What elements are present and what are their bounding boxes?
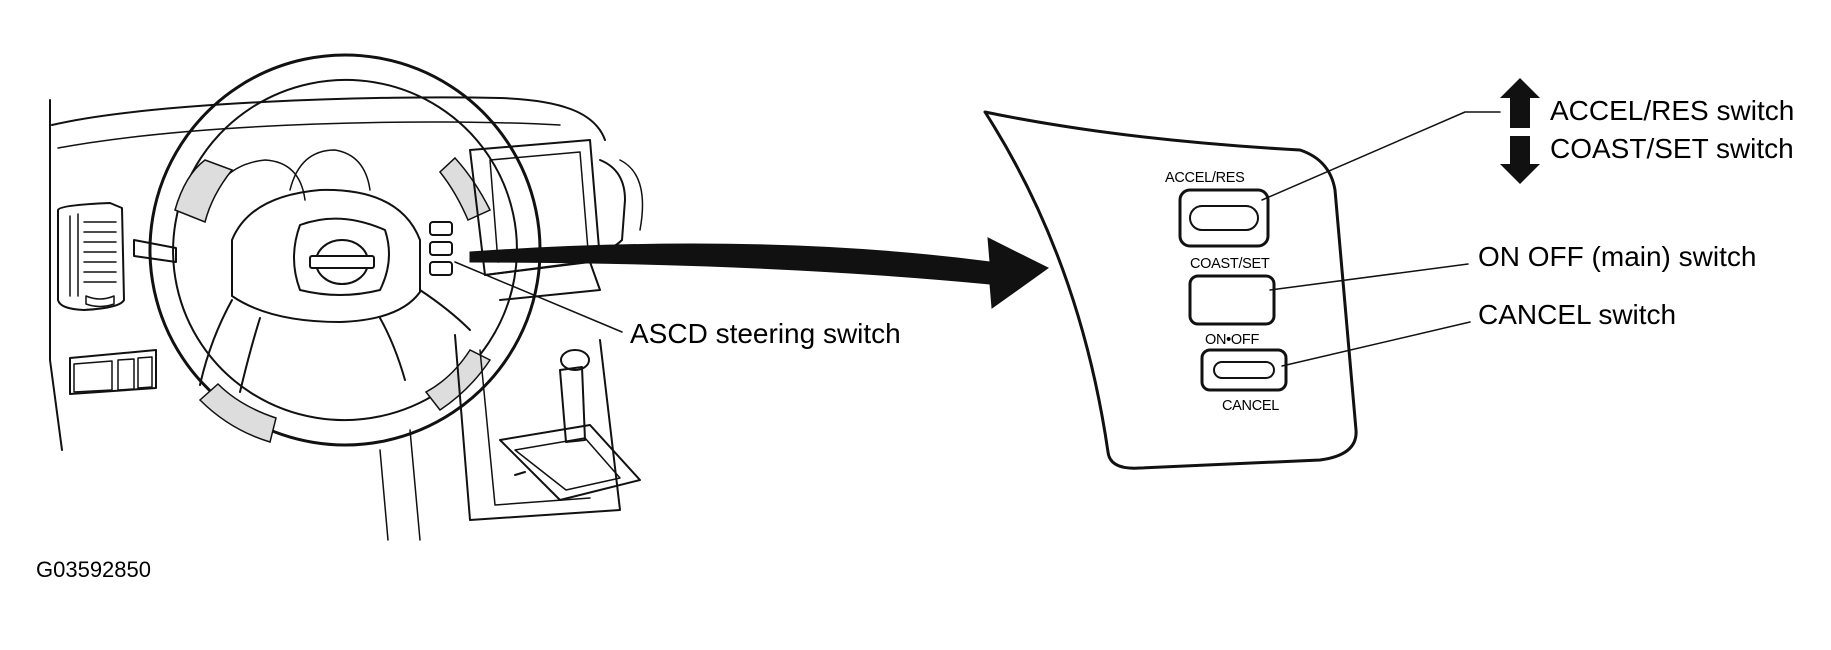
accel-coast-rocker: ACCEL/RES COAST/SET [1165, 170, 1270, 272]
up-arrow-icon [1500, 78, 1540, 128]
on-off-panel-label: ON•OFF [1205, 332, 1259, 348]
cancel-leader [1281, 321, 1471, 367]
accel-res-callout: ACCEL/RES switch [1550, 95, 1794, 126]
cancel-callout: CANCEL switch [1478, 299, 1676, 330]
steering-wheel [148, 53, 542, 447]
pointer-arrow [469, 237, 1049, 309]
steering-switch-callout: ASCD steering switch [630, 318, 901, 349]
coast-set-panel-label: COAST/SET [1190, 256, 1270, 272]
cancel-button-illustration: CANCEL [1200, 348, 1288, 414]
accel-res-panel-label: ACCEL/RES [1165, 170, 1245, 186]
on-off-button: ON•OFF [1188, 274, 1276, 348]
on-off-leader [1269, 263, 1469, 291]
air-vent [57, 202, 125, 311]
down-arrow-icon [1500, 136, 1540, 184]
shift-console [379, 334, 641, 541]
on-off-callout: ON OFF (main) switch [1478, 241, 1756, 272]
wheel-ascd-buttons [429, 221, 453, 276]
switch-panel-detail: ACCEL/RES COAST/SET ON•OFF CANCEL [983, 110, 1501, 470]
dashboard-illustration [49, 53, 644, 541]
steering-switch-leader [454, 261, 623, 333]
coast-set-callout: COAST/SET switch [1550, 133, 1794, 164]
cancel-panel-label: CANCEL [1222, 398, 1279, 414]
lower-dash-switches [69, 349, 157, 395]
accel-leader [1261, 111, 1501, 201]
center-console [469, 139, 644, 301]
figure-code: G03592850 [36, 557, 151, 582]
